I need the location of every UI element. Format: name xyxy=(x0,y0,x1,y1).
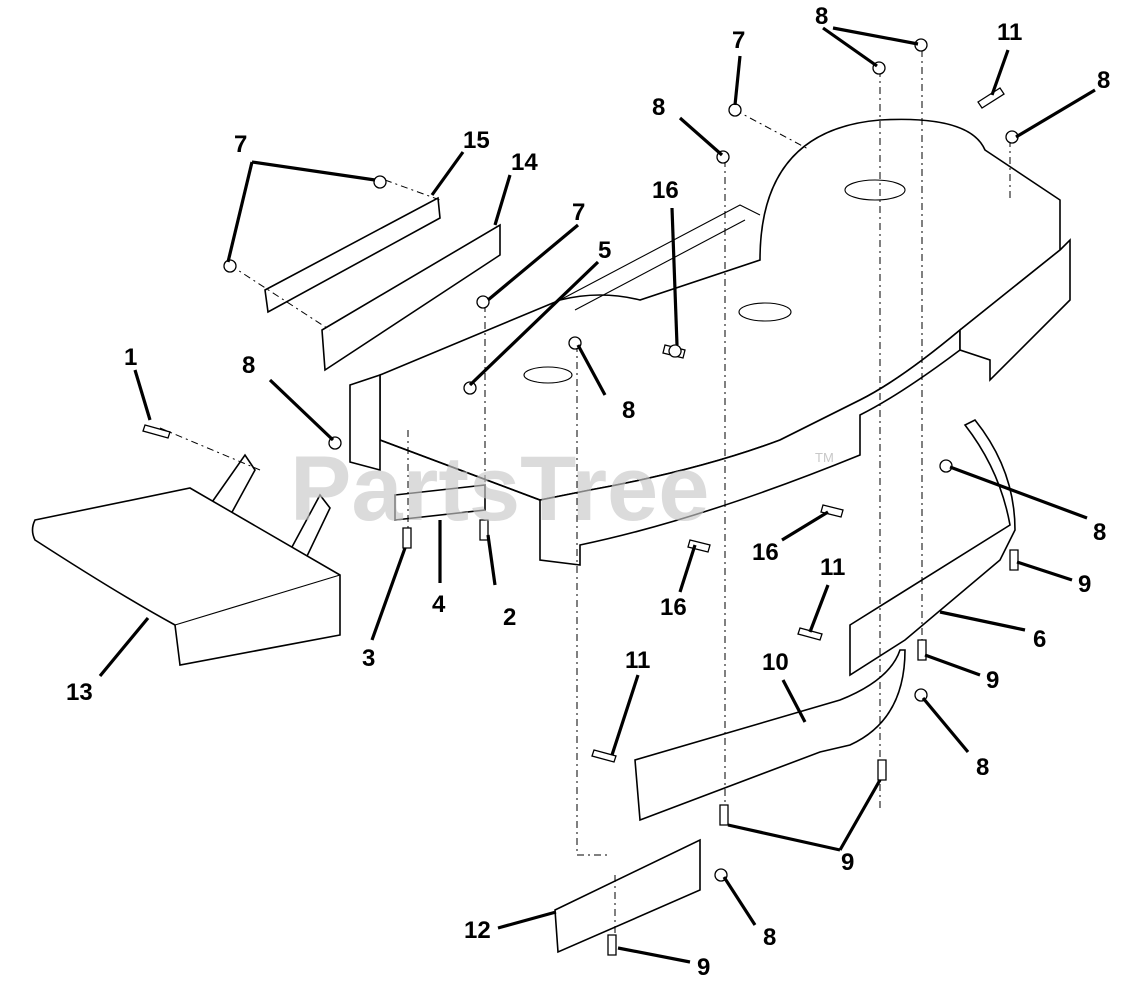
callout-8-bottom: 8 xyxy=(763,924,776,951)
callout-8-lower-right: 8 xyxy=(976,754,989,781)
callout-6: 6 xyxy=(1033,626,1046,653)
watermark-text: PartsTree xyxy=(290,438,709,540)
watermark-trademark: TM xyxy=(815,450,834,465)
callout-12: 12 xyxy=(464,917,491,944)
deck-assembly-drawing xyxy=(31,38,1071,956)
callout-5: 5 xyxy=(598,237,611,264)
callout-9-bottom: 9 xyxy=(697,954,710,981)
callout-8-top-pair: 8 xyxy=(815,3,828,30)
callout-7-mid: 7 xyxy=(572,199,585,226)
callout-8-top-right: 8 xyxy=(1097,67,1110,94)
callout-8-top: 8 xyxy=(652,94,665,121)
callout-8-right: 8 xyxy=(1093,519,1106,546)
callout-11-top: 11 xyxy=(997,19,1022,46)
callout-7-top: 7 xyxy=(732,27,745,54)
callout-16-top: 16 xyxy=(652,177,679,204)
callout-9-lower: 9 xyxy=(841,849,854,876)
callout-4: 4 xyxy=(432,591,446,618)
callout-labels: 1 2 3 4 5 6 7 7 7 8 8 8 8 8 8 8 8 9 9 9 … xyxy=(66,3,1110,981)
callout-1: 1 xyxy=(124,344,137,371)
callout-11-left: 11 xyxy=(625,647,650,674)
callout-9-right: 9 xyxy=(1078,571,1091,598)
callout-8-deck: 8 xyxy=(622,397,635,424)
callout-11-mid: 11 xyxy=(820,554,845,581)
callout-15: 15 xyxy=(463,127,490,154)
callout-9-mid-right: 9 xyxy=(986,667,999,694)
leader-lines xyxy=(98,26,1096,964)
callout-2: 2 xyxy=(503,604,516,631)
callout-10: 10 xyxy=(762,649,789,676)
callout-13: 13 xyxy=(66,679,93,706)
callout-7-baffle: 7 xyxy=(234,131,247,158)
callout-8-left: 8 xyxy=(242,352,255,379)
callout-16-right: 16 xyxy=(752,539,779,566)
callout-3: 3 xyxy=(362,645,375,672)
callout-14: 14 xyxy=(511,149,538,176)
callout-16-bottom: 16 xyxy=(660,594,687,621)
